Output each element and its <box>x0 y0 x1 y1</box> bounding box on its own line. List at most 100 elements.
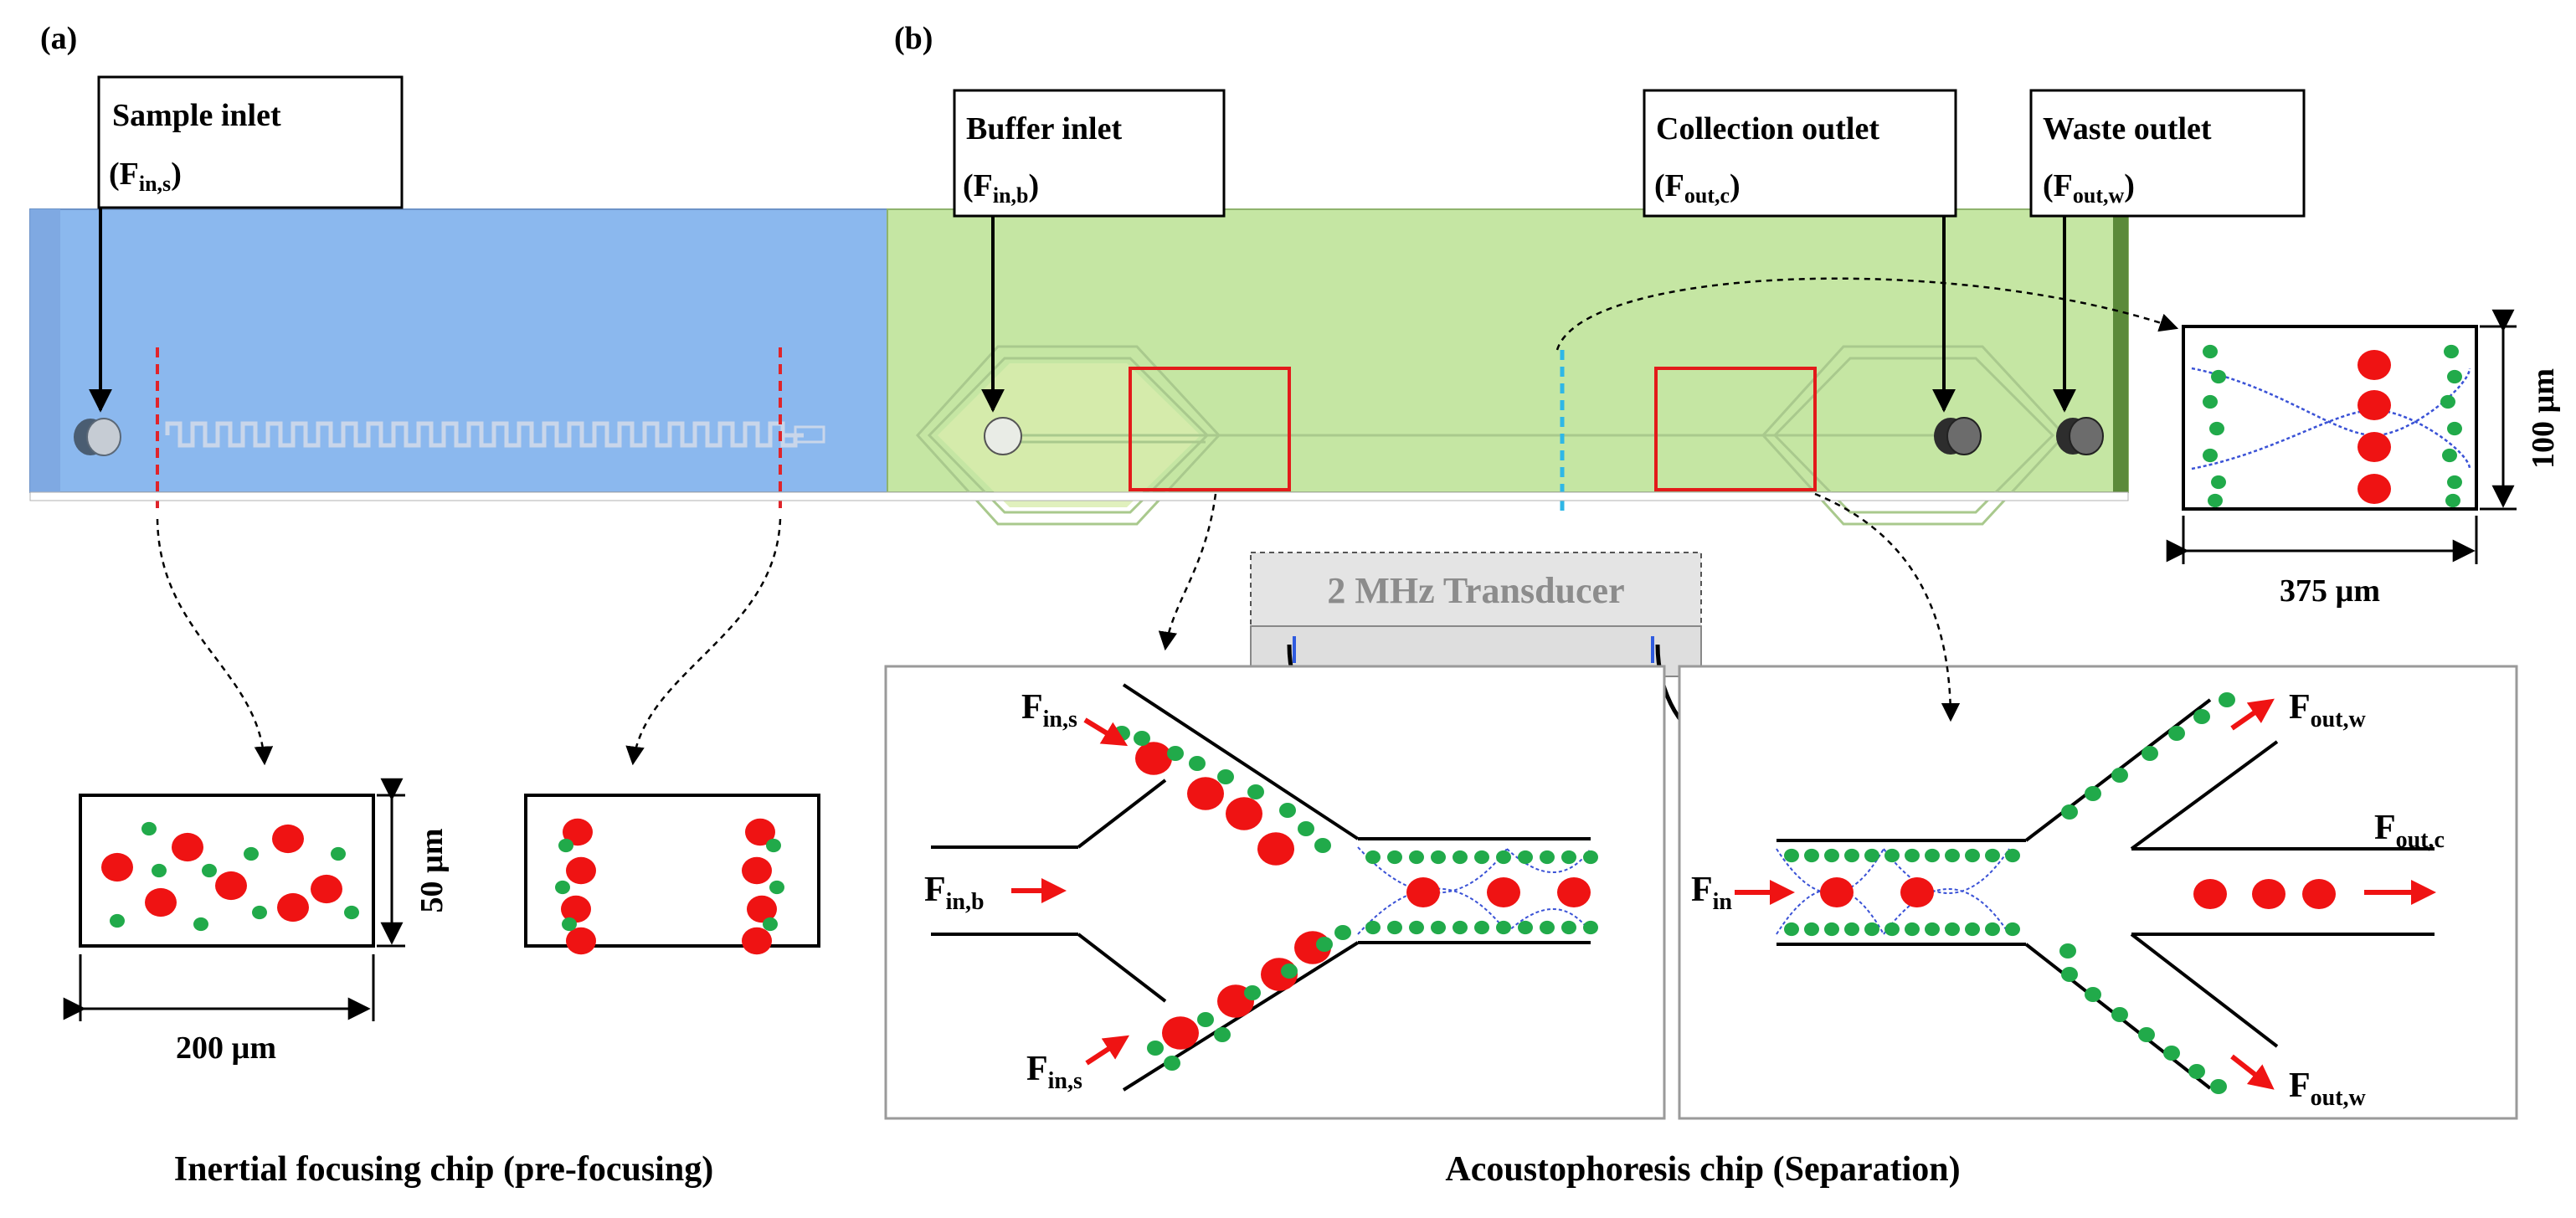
green-particle <box>2142 746 2158 761</box>
svg-text:Fin,s: Fin,s <box>1026 1050 1082 1094</box>
green-particle <box>1884 848 1900 863</box>
green-particle <box>1387 920 1402 935</box>
green-particle <box>558 838 573 853</box>
green-particle <box>1985 922 2000 937</box>
red-particle <box>272 824 304 854</box>
green-particle <box>1583 850 1598 865</box>
green-particle <box>244 846 259 861</box>
flow-out-w-bottom-subscript: out,w <box>2311 1085 2367 1111</box>
green-particle <box>1189 756 1206 771</box>
red-particle <box>1900 877 1934 907</box>
green-particle <box>2111 768 2128 783</box>
red-particle <box>566 856 596 885</box>
green-particle <box>769 880 784 895</box>
green-particle <box>193 917 208 932</box>
buffer-inlet-subscript: in,b <box>993 183 1029 208</box>
green-particle <box>1496 850 1511 865</box>
green-particle <box>1316 937 1333 952</box>
flow-in-s-top-symbol: F <box>1021 688 1043 727</box>
sample-inlet-subscript: in,s <box>139 172 171 196</box>
green-particle <box>344 905 359 920</box>
green-particle <box>331 846 346 861</box>
green-particle <box>1279 803 1296 818</box>
green-particle <box>1409 920 1424 935</box>
red-particle <box>561 895 591 923</box>
green-particle <box>1217 769 1234 784</box>
green-particle <box>2444 344 2459 359</box>
green-particle <box>2210 1079 2227 1094</box>
buffer-inlet-title: Buffer inlet <box>966 111 1122 146</box>
green-particle <box>1409 850 1424 865</box>
sample-inlet-title: Sample inlet <box>112 98 281 133</box>
green-particle <box>1965 922 1980 937</box>
green-particle <box>141 821 157 836</box>
green-particle <box>1474 850 1489 865</box>
green-particle <box>2085 987 2101 1002</box>
green-particle <box>1540 920 1555 935</box>
svg-text:Fin: Fin <box>1691 871 1732 915</box>
green-particle <box>1804 848 1819 863</box>
panel-label-b: (b) <box>894 21 933 56</box>
green-particle <box>1864 848 1879 863</box>
svg-text:Fout,w: Fout,w <box>2289 1066 2367 1111</box>
flow-out-c-subscript: out,c <box>2396 827 2445 853</box>
green-particle <box>2138 1027 2155 1042</box>
green-particle <box>2163 1046 2180 1061</box>
svg-text:Fin,s: Fin,s <box>1021 688 1077 732</box>
green-particle <box>2059 943 2076 958</box>
sample-inlet-callout: Sample inlet (Fin,s) <box>89 75 404 413</box>
red-particle <box>747 895 777 923</box>
green-particle <box>1925 848 1940 863</box>
buffer-inlet-port <box>984 417 1022 455</box>
green-particle <box>1496 920 1511 935</box>
green-particle <box>1197 1012 1214 1027</box>
green-particle <box>1453 920 1468 935</box>
green-particle <box>2203 448 2218 463</box>
flow-in-b-symbol: F <box>924 871 946 909</box>
green-particle <box>766 838 781 853</box>
inertial-width-label: 200 µm <box>176 1030 276 1066</box>
acoustic-width-label: 375 µm <box>2280 573 2380 609</box>
zoom-pointer-arrows <box>156 277 2179 766</box>
green-particle <box>2211 369 2226 384</box>
inlet-junction-inset <box>884 665 1666 1120</box>
green-particle <box>1365 850 1381 865</box>
waste-outlet-symbol: F <box>2054 168 2073 203</box>
green-particle <box>2208 493 2223 508</box>
waste-outlet-title: Waste outlet <box>2043 111 2212 146</box>
green-particle <box>1824 922 1839 937</box>
green-particle <box>1134 731 1150 746</box>
red-particle <box>2357 432 2391 462</box>
green-particle <box>2085 786 2101 801</box>
red-particle <box>1820 877 1854 907</box>
green-particle <box>2061 967 2078 982</box>
green-particle <box>2061 804 2078 820</box>
green-particle <box>2188 1064 2205 1079</box>
red-particle <box>172 832 203 862</box>
red-particle <box>311 874 342 904</box>
inertial-height-label: 50 µm <box>414 828 450 912</box>
green-particle <box>1561 850 1576 865</box>
green-particle <box>1925 922 1940 937</box>
green-particle <box>2442 448 2457 463</box>
red-particle <box>2302 879 2336 909</box>
green-particle <box>2203 344 2218 359</box>
waste-outlet-port <box>2056 417 2104 455</box>
red-particle <box>1135 742 1172 775</box>
red-particle <box>745 818 775 846</box>
green-particle <box>2193 709 2210 724</box>
flow-in-b-subscript: in,b <box>946 889 985 915</box>
green-particle <box>1214 1027 1231 1042</box>
green-particle <box>763 917 778 932</box>
green-particle <box>2111 1007 2128 1022</box>
red-particle <box>566 927 596 955</box>
outlet-junction-highlight <box>1654 367 1817 491</box>
flow-in-symbol: F <box>1691 871 1713 909</box>
outlet-junction-channels <box>1776 698 2435 1090</box>
red-particle <box>1162 1016 1199 1050</box>
dimension-lines <box>63 309 2517 1021</box>
green-particle <box>202 863 217 878</box>
green-particle <box>1905 922 1920 937</box>
red-particle <box>563 818 593 846</box>
